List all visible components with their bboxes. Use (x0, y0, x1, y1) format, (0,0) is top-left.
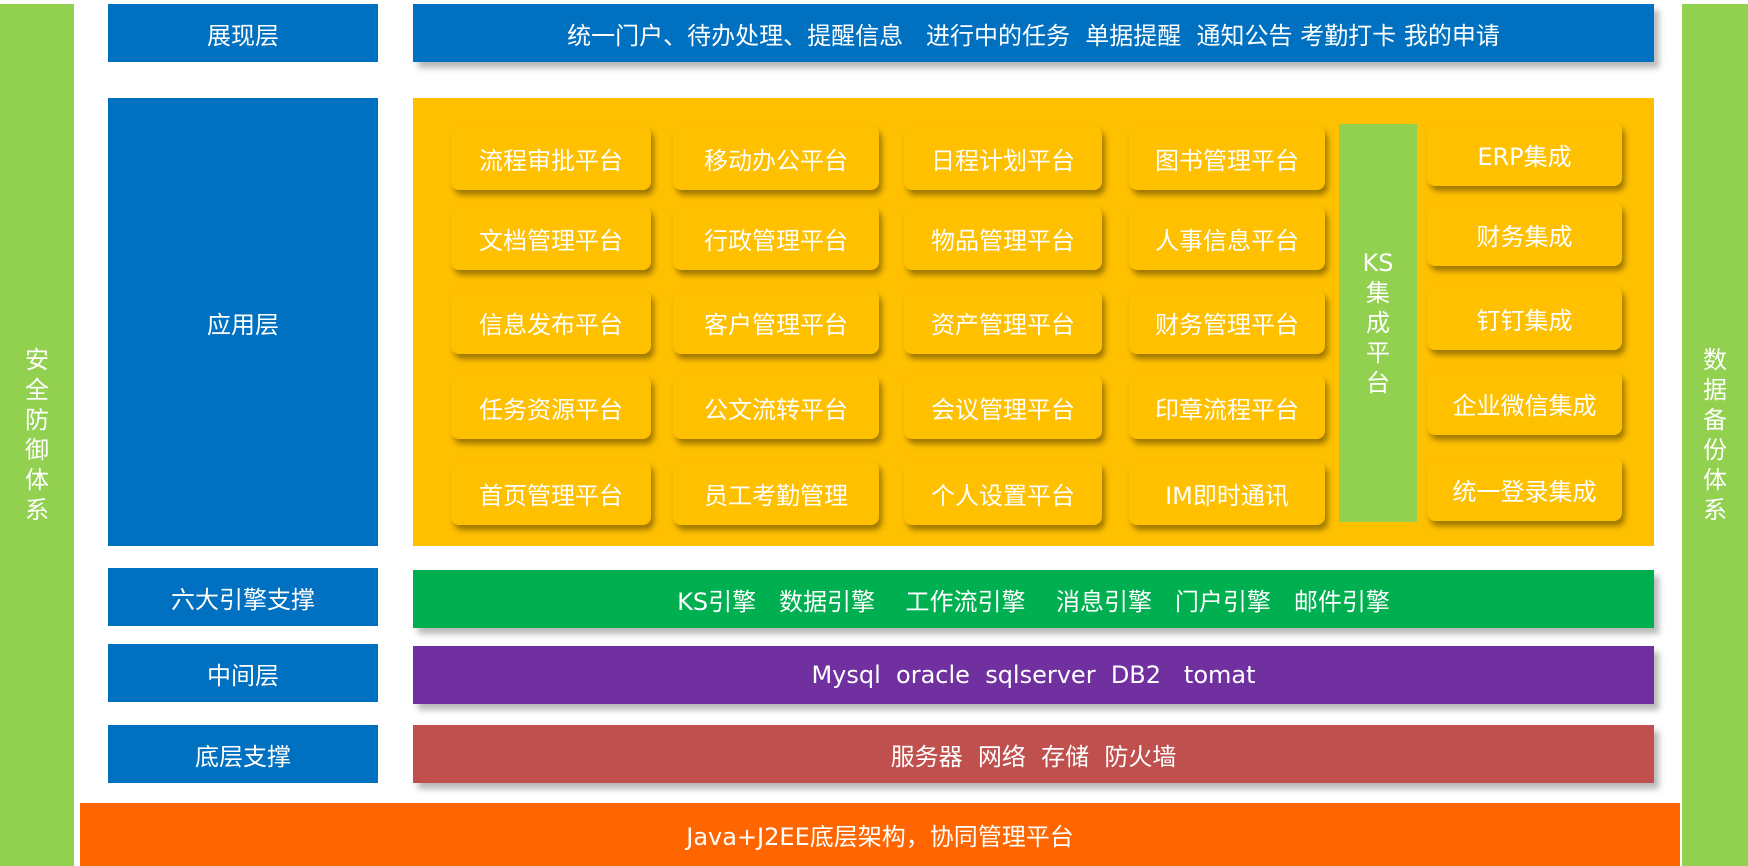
integration-tile: ERP集成 (1427, 122, 1622, 186)
platform-tile: 员工考勤管理 (673, 461, 879, 525)
presentation-layer-label: 展现层 (108, 4, 378, 62)
platform-tile: 物品管理平台 (904, 206, 1102, 270)
platform-tile: 个人设置平台 (904, 461, 1102, 525)
data-backup-column: 数 据 备 份 体 系 (1682, 4, 1748, 866)
platform-tile: 文档管理平台 (451, 206, 651, 270)
platform-tile: 会议管理平台 (904, 375, 1102, 439)
integration-tile: 钉钉集成 (1427, 286, 1622, 350)
base-layer-label: 底层支撑 (108, 725, 378, 783)
engine-layer-label: 六大引擎支撑 (108, 568, 378, 626)
platform-tile: 移动办公平台 (673, 126, 879, 190)
platform-tile: 信息发布平台 (451, 290, 651, 354)
ks-integration-platform: KS 集 成 平 台 (1339, 124, 1417, 522)
platform-tile: 任务资源平台 (451, 375, 651, 439)
engine-layer-content: KS引擎 数据引擎 工作流引擎 消息引擎 门户引擎 邮件引擎 (413, 570, 1654, 628)
footer-architecture-banner: Java+J2EE底层架构，协同管理平台 (80, 803, 1680, 866)
platform-tile: 客户管理平台 (673, 290, 879, 354)
middle-layer-label: 中间层 (108, 644, 378, 702)
integration-tile: 统一登录集成 (1427, 457, 1622, 521)
data-backup-label: 数 据 备 份 体 系 (1703, 346, 1727, 524)
base-layer-content: 服务器 网络 存储 防火墙 (413, 725, 1654, 783)
security-system-label: 安 全 防 御 体 系 (25, 346, 49, 524)
platform-tile: 资产管理平台 (904, 290, 1102, 354)
platform-tile: IM即时通讯 (1129, 461, 1325, 525)
platform-tile: 财务管理平台 (1129, 290, 1325, 354)
platform-tile: 图书管理平台 (1129, 126, 1325, 190)
middle-layer-content: Mysql oracle sqlserver DB2 tomat (413, 646, 1654, 704)
presentation-layer-content: 统一门户、待办处理、提醒信息 进行中的任务 单据提醒 通知公告 考勤打卡 我的申… (413, 4, 1654, 62)
integration-tile: 财务集成 (1427, 202, 1622, 266)
platform-tile: 印章流程平台 (1129, 375, 1325, 439)
platform-tile: 人事信息平台 (1129, 206, 1325, 270)
platform-tile: 流程审批平台 (451, 126, 651, 190)
platform-tile: 首页管理平台 (451, 461, 651, 525)
integration-tile: 企业微信集成 (1427, 371, 1622, 435)
security-system-column: 安 全 防 御 体 系 (0, 4, 74, 866)
platform-tile: 公文流转平台 (673, 375, 879, 439)
application-layer-label: 应用层 (108, 98, 378, 546)
platform-tile: 日程计划平台 (904, 126, 1102, 190)
platform-tile: 行政管理平台 (673, 206, 879, 270)
